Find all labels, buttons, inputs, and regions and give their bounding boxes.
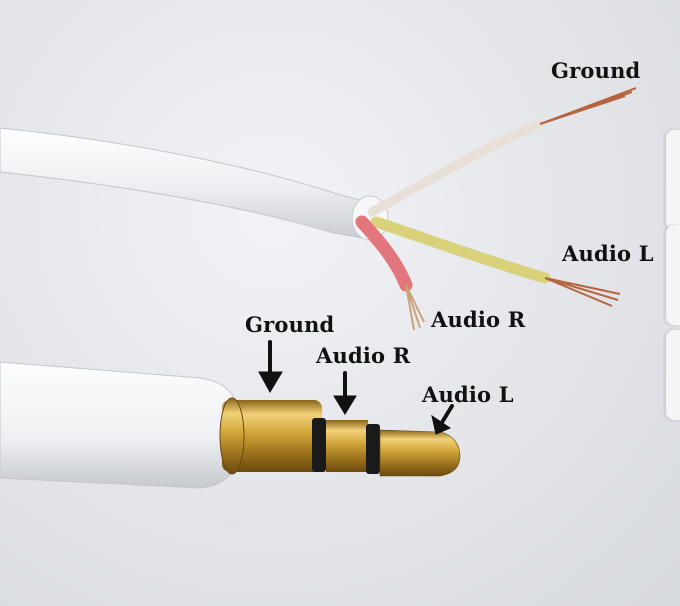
- label-audio-l-wire: Audio L: [562, 241, 654, 266]
- plug-sleeve: [222, 400, 322, 472]
- arrow-audio-r-plug: [333, 371, 357, 415]
- label-audio-r-plug: Audio R: [316, 343, 411, 368]
- label-ground-wire: Ground: [551, 58, 641, 83]
- insulator-ring-1: [312, 418, 326, 472]
- side-scroll-tab: [666, 330, 680, 420]
- insulator-ring-2: [366, 424, 380, 474]
- plug-body: [0, 361, 241, 489]
- audio-left-wire: [370, 216, 551, 284]
- plug-tip: [379, 429, 461, 477]
- side-scroll-tab: [666, 225, 680, 325]
- arrow-audio-l-plug: [431, 404, 454, 435]
- ground-wire-strands: [539, 87, 637, 125]
- ground-wire: [367, 119, 545, 217]
- label-audio-l-plug: Audio L: [422, 382, 514, 407]
- plug-collar: [219, 397, 245, 475]
- arrow-ground-plug: [258, 340, 283, 394]
- label-ground-plug: Ground: [245, 312, 335, 337]
- audio-right-wire: [355, 215, 413, 292]
- label-audio-r-wire: Audio R: [431, 307, 526, 332]
- side-scroll-tab: [666, 130, 680, 230]
- plug-ring: [326, 420, 368, 472]
- audio-right-wire-strands: [405, 284, 425, 331]
- cable-jacket: [0, 127, 381, 241]
- audio-left-wire-strands: [544, 277, 621, 307]
